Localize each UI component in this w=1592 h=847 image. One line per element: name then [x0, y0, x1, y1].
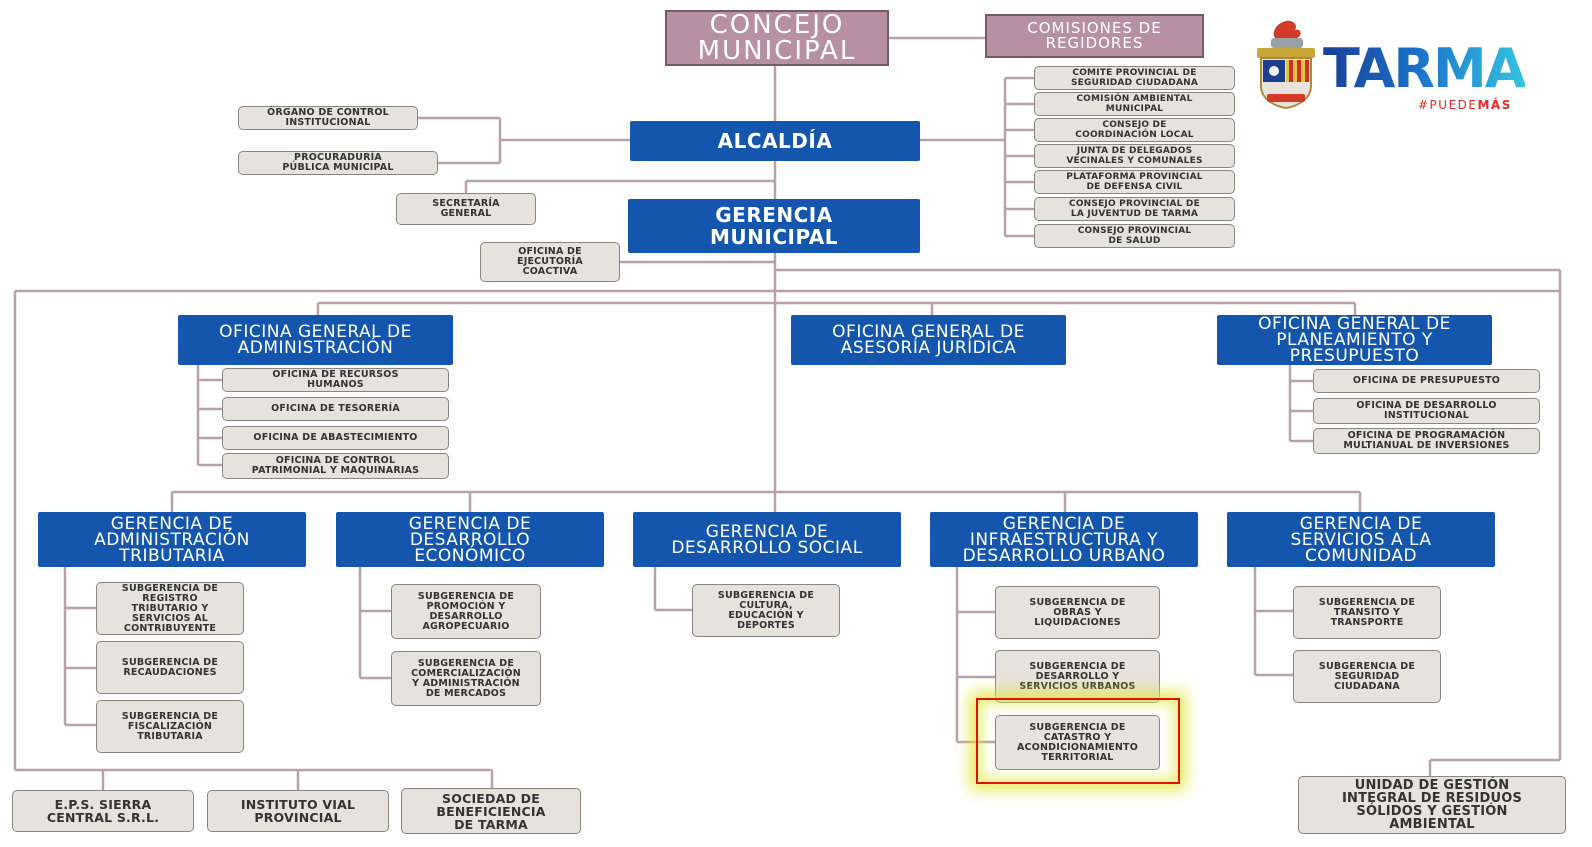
- oficina-programacion-inversiones-box: OFICINA DE PROGRAMACIÓN MULTIANUAL DE IN…: [1313, 428, 1540, 454]
- commission-box-4: JUNTA DE DELEGADOS VECINALES Y COMUNALES: [1034, 144, 1235, 168]
- gerencia-municipal-box: GERENCIA MUNICIPAL: [628, 199, 920, 253]
- alcaldia-box: ALCALDÍA: [630, 121, 920, 161]
- commission-box-2: COMISIÓN AMBIENTAL MUNICIPAL: [1034, 92, 1235, 116]
- subgerencia-desarrollo-urbanos-box: SUBGERENCIA DE DESARROLLO Y SERVICIOS UR…: [995, 650, 1160, 703]
- logo-wordmark: TARMA: [1323, 37, 1527, 100]
- oficina-control-patrimonial-box: OFICINA DE CONTROL PATRIMONIAL Y MAQUINA…: [222, 453, 449, 479]
- oficina-abastecimiento-box: OFICINA DE ABASTECIMIENTO: [222, 426, 449, 450]
- coat-of-arms-icon: [1257, 20, 1315, 110]
- commission-box-1: COMITE PROVINCIAL DE SEGURIDAD CIUDADANA: [1034, 66, 1235, 90]
- oficina-presupuesto-box: OFICINA DE PRESUPUESTO: [1313, 369, 1540, 393]
- logo-tagline: #PUEDEMÁS: [1418, 98, 1512, 112]
- subgerencia-comercializacion-box: SUBGERENCIA DE COMERCIALIZACIÓN Y ADMINI…: [391, 651, 541, 706]
- commission-box-3: CONSEJO DE COORDINACIÓN LOCAL: [1034, 118, 1235, 142]
- comisiones-regidores-box: COMISIONES DE REGIDORES: [985, 14, 1204, 58]
- subgerencia-transito-box: SUBGERENCIA DE TRANSITO Y TRANSPORTE: [1293, 586, 1441, 639]
- oficina-planeamiento-box: OFICINA GENERAL DE PLANEAMIENTO Y PRESUP…: [1217, 315, 1492, 365]
- subgerencia-fiscalizacion-box: SUBGERENCIA DE FISCALIZACIÓN TRIBUTARIA: [96, 700, 244, 753]
- subgerencia-obras-box: SUBGERENCIA DE OBRAS Y LIQUIDACIONES: [995, 586, 1160, 639]
- procuraduria-box: PROCURADURÍA PÚBLICA MUNICIPAL: [238, 151, 438, 175]
- logo-tag-hash: #PUEDE: [1418, 98, 1478, 112]
- ejecutoria-coactiva-box: OFICINA DE EJECUTORÍA COACTIVA: [480, 242, 620, 282]
- subgerencia-cultura-box: SUBGERENCIA DE CULTURA, EDUCACIÓN Y DEPO…: [692, 584, 840, 637]
- oficina-asesoria-juridica-box: OFICINA GENERAL DE ASESORÍA JURÍDICA: [791, 315, 1066, 365]
- commission-box-7: CONSEJO PROVINCIAL DE SALUD: [1034, 224, 1235, 248]
- organo-control-box: ÓRGANO DE CONTROL INSTITUCIONAL: [238, 106, 418, 130]
- unidad-residuos-box: UNIDAD DE GESTIÓN INTEGRAL DE RESIDUOS S…: [1298, 776, 1566, 834]
- oficina-tesoreria-box: OFICINA DE TESORERÍA: [222, 397, 449, 421]
- secretaria-general-box: SECRETARÍA GENERAL: [396, 193, 536, 225]
- instituto-vial-box: INSTITUTO VIAL PROVINCIAL: [207, 790, 389, 832]
- gerencia-servicios-comunidad-box: GERENCIA DE SERVICIOS A LA COMUNIDAD: [1227, 512, 1495, 567]
- gerencia-infraestructura-box: GERENCIA DE INFRAESTRUCTURA Y DESARROLLO…: [930, 512, 1198, 567]
- subgerencia-promocion-agropecuario-box: SUBGERENCIA DE PROMOCIÓN Y DESARROLLO AG…: [391, 584, 541, 639]
- oficina-administracion-box: OFICINA GENERAL DE ADMINISTRACIÓN: [178, 315, 453, 365]
- gerencia-desarrollo-social-box: GERENCIA DE DESARROLLO SOCIAL: [633, 512, 901, 567]
- oficina-recursos-humanos-box: OFICINA DE RECURSOS HUMANOS: [222, 368, 449, 392]
- logo-tag-bold: MÁS: [1477, 98, 1512, 112]
- gerencia-administracion-tributaria-box: GERENCIA DE ADMINISTRACIÓN TRIBUTARIA: [38, 512, 306, 567]
- commission-box-5: PLATAFORMA PROVINCIAL DE DEFENSA CIVIL: [1034, 170, 1235, 194]
- gerencia-desarrollo-economico-box: GERENCIA DE DESARROLLO ECONÓMICO: [336, 512, 604, 567]
- sociedad-beneficiencia-box: SOCIEDAD DE BENEFICIENCIA DE TARMA: [401, 788, 581, 834]
- highlight-frame: [976, 698, 1180, 784]
- commission-box-6: CONSEJO PROVINCIAL DE LA JUVENTUD DE TAR…: [1034, 197, 1235, 221]
- eps-sierra-central-box: E.P.S. SIERRA CENTRAL S.R.L.: [12, 790, 194, 832]
- subgerencia-seguridad-ciudadana-box: SUBGERENCIA DE SEGURIDAD CIUDADANA: [1293, 650, 1441, 703]
- subgerencia-registro-tributario-box: SUBGERENCIA DE REGISTRO TRIBUTARIO Y SER…: [96, 582, 244, 635]
- concejo-municipal-box: CONCEJO MUNICIPAL: [665, 10, 889, 66]
- subgerencia-recaudaciones-box: SUBGERENCIA DE RECAUDACIONES: [96, 641, 244, 694]
- subgerencia-catastro-box[interactable]: SUBGERENCIA DE CATASTRO Y ACONDICIONAMIE…: [995, 715, 1160, 770]
- oficina-desarrollo-institucional-box: OFICINA DE DESARROLLO INSTITUCIONAL: [1313, 398, 1540, 424]
